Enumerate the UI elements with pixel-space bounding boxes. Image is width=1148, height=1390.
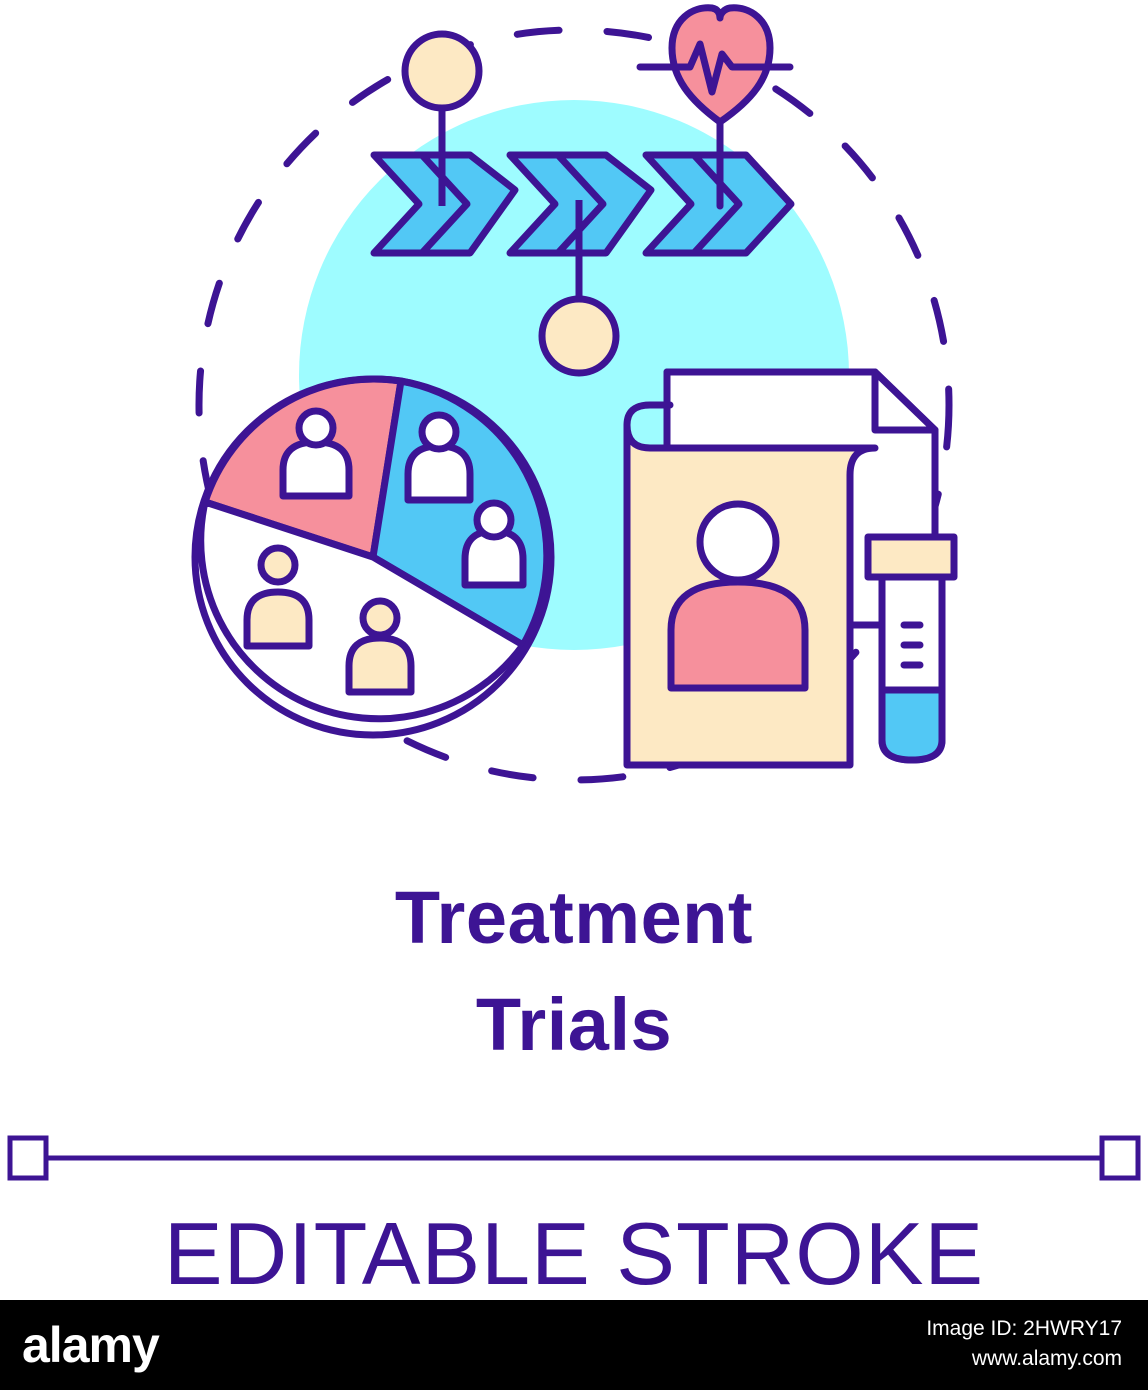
test-tube-icon [864,533,958,764]
timeline-pin-bottom [538,200,620,377]
footer-site: www.alamy.com [971,1347,1122,1370]
dashed-circle-decor [195,26,953,784]
title-line-1: Treatment [394,876,754,959]
treatment-trials-icon [7,4,1141,1181]
people-icon [243,407,527,696]
patient-folder-icon [623,368,939,769]
footer-logo: alamy [22,1317,160,1373]
editable-stroke-line [7,1135,1141,1181]
title-line-2: Trials [475,983,673,1066]
footer-bar [0,1300,1148,1390]
heartbeat-heart-icon [636,4,794,210]
timeline-pin-top [401,30,483,206]
footer-meta: Image ID: 2HWRY17 www.alamy.com [926,1314,1122,1374]
editable-stroke-label: EDITABLE STROKE [163,1204,985,1303]
concept-illustration [7,4,1141,1181]
footer-image-id: Image ID: 2HWRY17 [926,1317,1122,1340]
